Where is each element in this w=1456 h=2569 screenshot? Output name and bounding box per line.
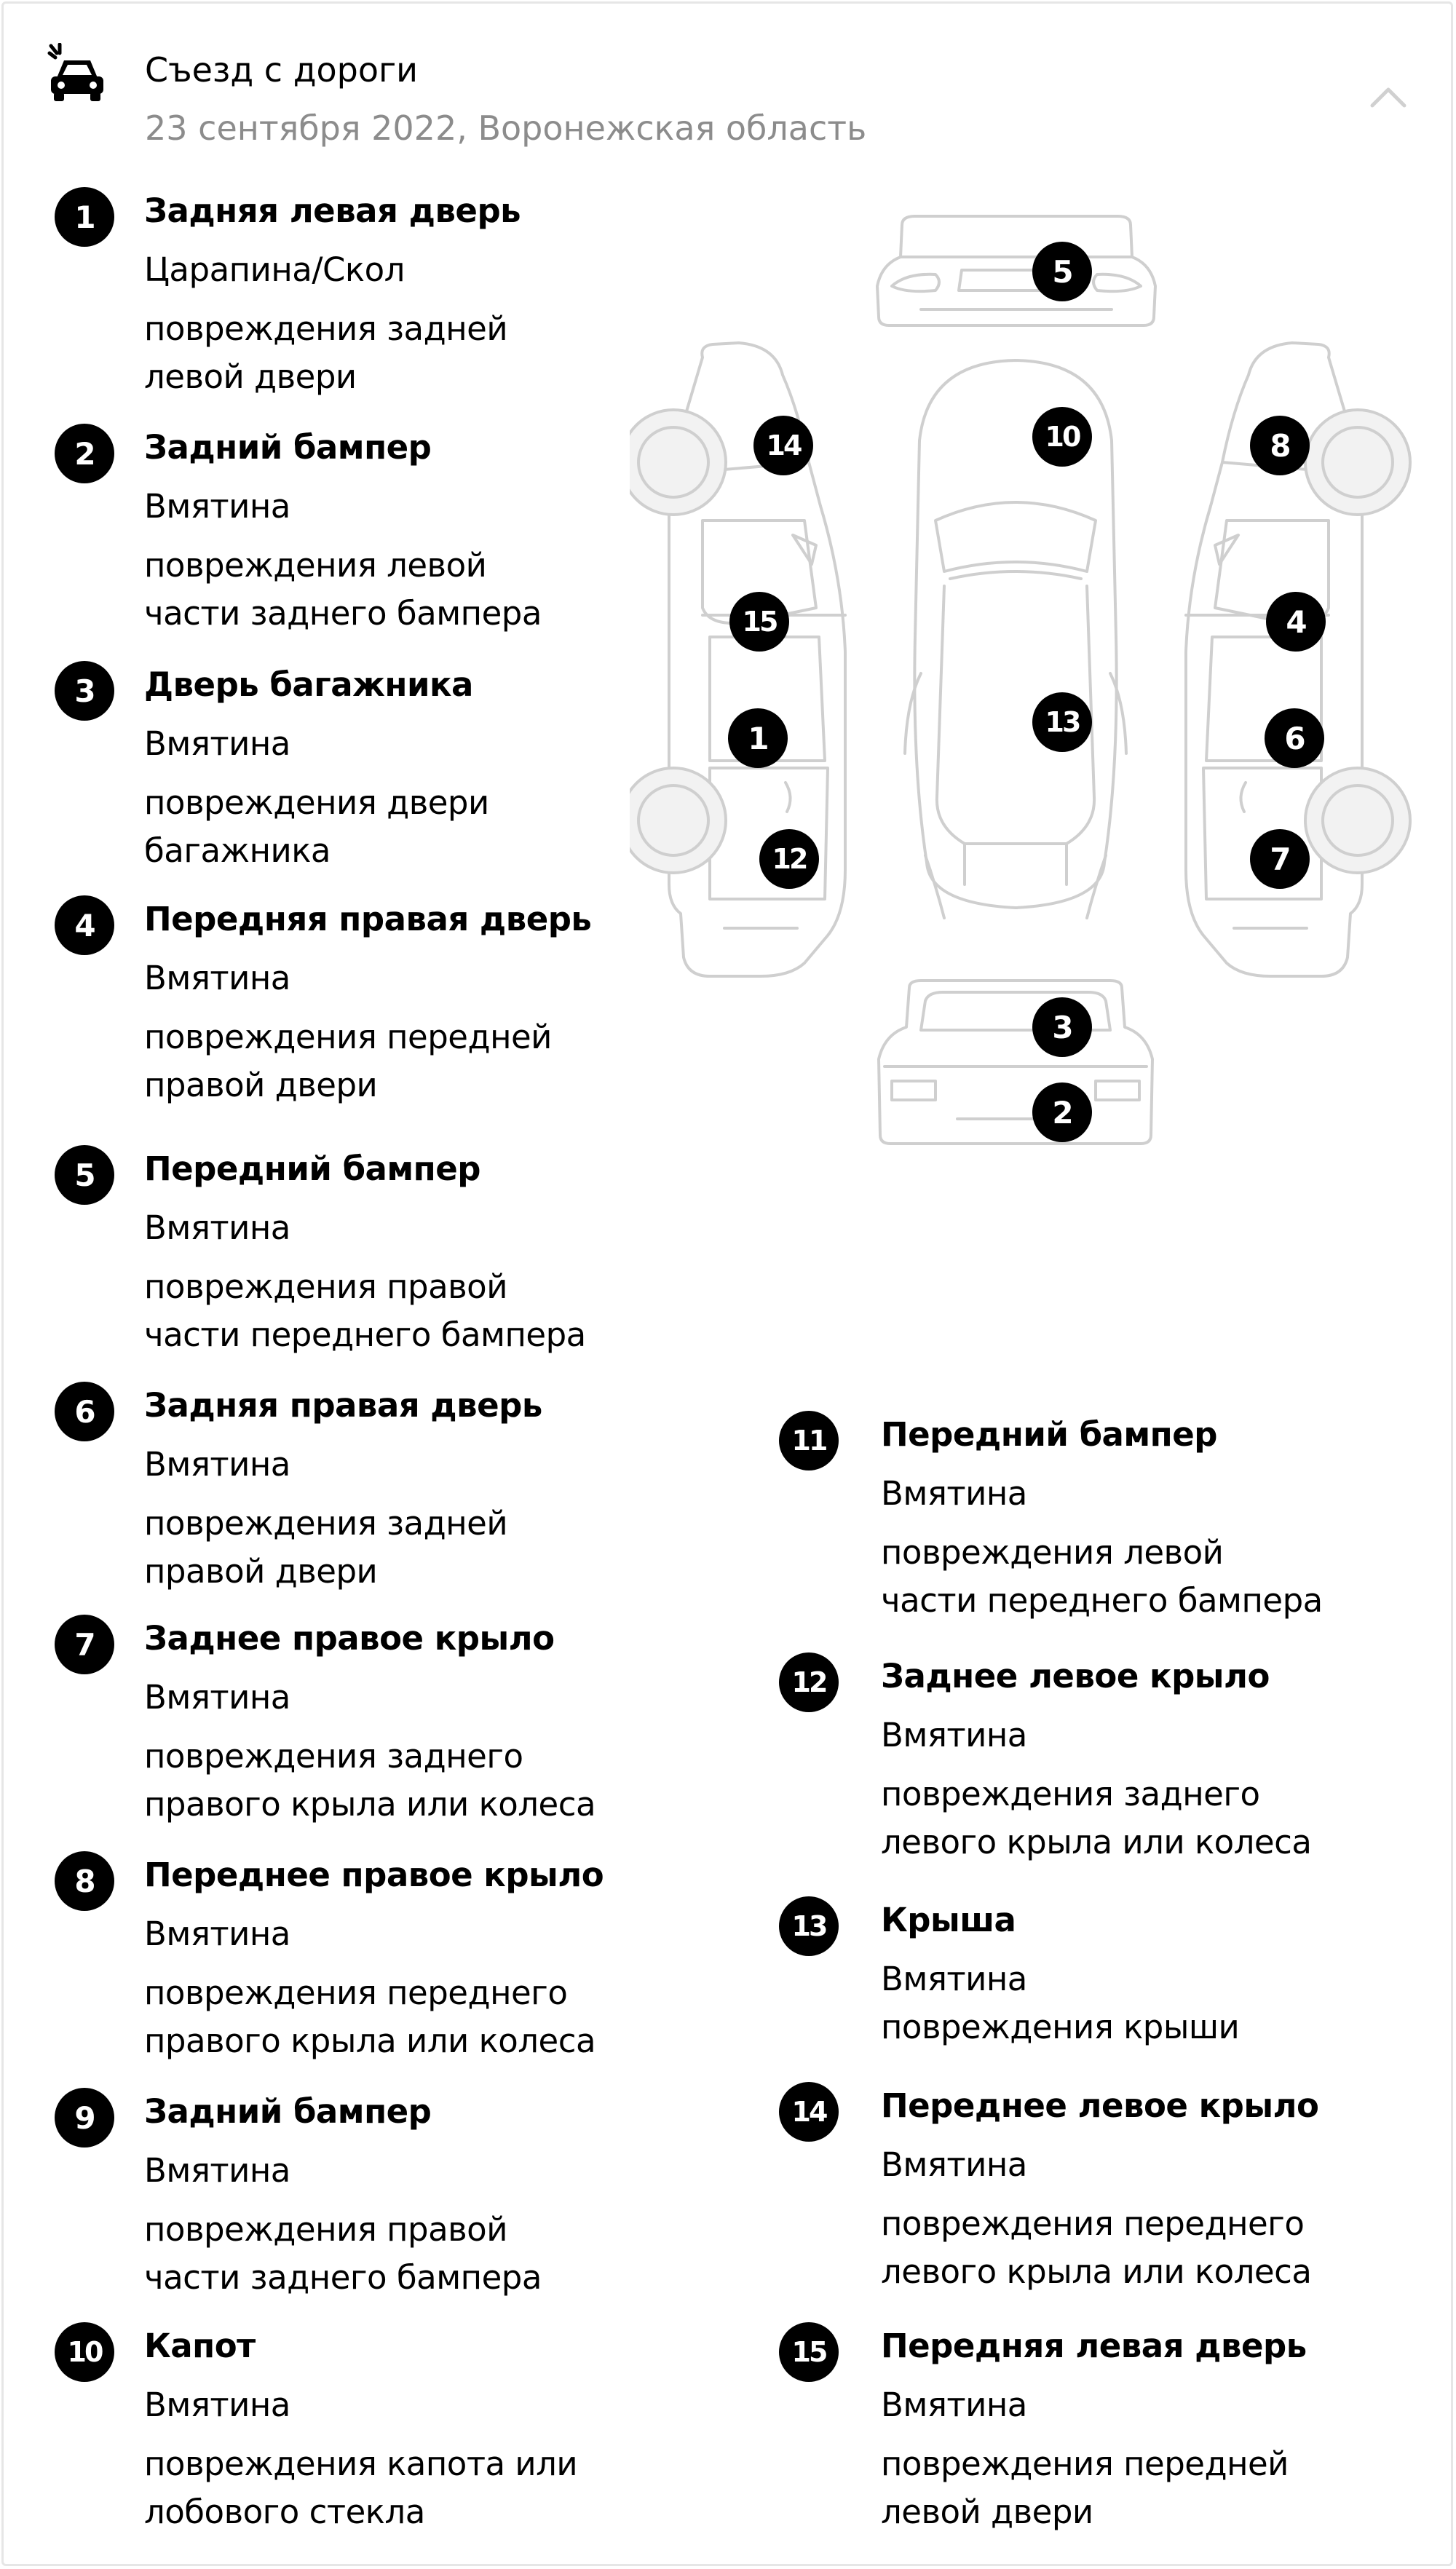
damage-number-badge: 12 <box>779 1652 839 1712</box>
damage-part: Задний бампер <box>144 428 432 467</box>
damage-description: повреждения задней левой двери <box>144 309 508 396</box>
damage-part: Переднее правое крыло <box>144 1856 604 1894</box>
diagram-marker-3[interactable]: 3 <box>1032 997 1092 1057</box>
diagram-marker-7[interactable]: 7 <box>1250 829 1310 889</box>
incident-date-location: 23 сентября 2022, Воронежская область <box>145 108 867 148</box>
damage-type: Вмятина <box>144 724 290 763</box>
damage-part: Капот <box>144 2327 256 2365</box>
damage-type: Вмятина <box>881 1474 1027 1513</box>
damage-type: Вмятина <box>144 1445 290 1484</box>
damage-number-badge: 14 <box>779 2082 839 2142</box>
damage-number-badge: 10 <box>55 2322 114 2382</box>
damage-description: повреждения передней правой двери <box>144 1018 552 1104</box>
damage-description: повреждения левой части переднего бампер… <box>881 1533 1323 1620</box>
damage-type: Вмятина <box>144 2151 290 2190</box>
diagram-marker-8[interactable]: 8 <box>1250 416 1310 475</box>
damage-part: Передняя левая дверь <box>881 2327 1307 2365</box>
damage-type: Вмятина <box>144 1208 290 1247</box>
car-damage-diagram: 5 14 10 8 15 4 1 13 6 12 7 3 2 <box>630 200 1431 1161</box>
damage-description: повреждения задней правой двери <box>144 1504 508 1591</box>
damage-number-badge: 15 <box>779 2322 839 2382</box>
damage-number-badge: 7 <box>55 1615 114 1674</box>
damage-number-badge: 4 <box>55 895 114 955</box>
diagram-marker-10[interactable]: 10 <box>1032 407 1092 467</box>
damage-type: Вмятина <box>144 1678 290 1717</box>
damage-number-badge: 11 <box>779 1411 839 1470</box>
damage-part: Крыша <box>881 1901 1016 1939</box>
damage-description: повреждения двери багажника <box>144 783 489 870</box>
diagram-marker-15[interactable]: 15 <box>729 592 789 652</box>
diagram-marker-4[interactable]: 4 <box>1266 592 1326 652</box>
diagram-marker-12[interactable]: 12 <box>759 829 819 889</box>
diagram-marker-14[interactable]: 14 <box>753 416 813 475</box>
diagram-marker-6[interactable]: 6 <box>1265 708 1324 768</box>
damage-type: Вмятина <box>881 2145 1027 2184</box>
damage-part: Заднее левое крыло <box>881 1657 1270 1695</box>
damage-number-badge: 5 <box>55 1145 114 1205</box>
damage-number-badge: 6 <box>55 1382 114 1441</box>
damage-part: Передний бампер <box>144 1149 480 1188</box>
diagram-marker-2[interactable]: 2 <box>1032 1082 1092 1142</box>
damage-description: повреждения крыши <box>881 2008 1240 2046</box>
damage-description: повреждения заднего правого крыла или ко… <box>144 1737 596 1824</box>
damage-number-badge: 8 <box>55 1851 114 1911</box>
damage-description: повреждения правой части переднего бампе… <box>144 1267 586 1354</box>
damage-part: Передняя правая дверь <box>144 900 592 938</box>
damage-description: повреждения левой части заднего бампера <box>144 546 542 633</box>
car-crash-icon <box>45 42 109 107</box>
damage-part: Дверь багажника <box>144 665 473 704</box>
damage-part: Переднее левое крыло <box>881 2086 1319 2125</box>
damage-part: Заднее правое крыло <box>144 1619 555 1658</box>
damage-description: повреждения переднего правого крыла или … <box>144 1974 596 2060</box>
diagram-marker-5[interactable]: 5 <box>1032 242 1092 301</box>
damage-part: Задняя левая дверь <box>144 191 521 230</box>
damage-part: Задний бампер <box>144 2092 432 2131</box>
damage-type: Вмятина <box>881 1716 1027 1754</box>
chevron-up-icon[interactable] <box>1366 76 1410 120</box>
car-outline <box>630 215 1412 1145</box>
damage-description: повреждения переднего левого крыла или к… <box>881 2204 1312 2291</box>
diagram-marker-1[interactable]: 1 <box>728 708 788 768</box>
damage-type: Царапина/Скол <box>144 250 405 289</box>
damage-number-badge: 2 <box>55 424 114 483</box>
damage-part: Передний бампер <box>881 1415 1217 1454</box>
damage-description: повреждения капота или лобового стекла <box>144 2445 578 2531</box>
damage-description: повреждения правой части заднего бампера <box>144 2210 542 2297</box>
diagram-marker-13[interactable]: 13 <box>1032 692 1092 752</box>
damage-number-badge: 13 <box>779 1896 839 1956</box>
damage-type: Вмятина <box>881 2386 1027 2424</box>
damage-number-badge: 9 <box>55 2088 114 2148</box>
incident-title: Съезд с дороги <box>145 50 419 90</box>
damage-type: Вмятина <box>144 959 290 997</box>
damage-number-badge: 3 <box>55 661 114 721</box>
damage-type: Вмятина <box>144 1915 290 1953</box>
damage-description: повреждения передней левой двери <box>881 2445 1289 2531</box>
damage-description: повреждения заднего левого крыла или кол… <box>881 1775 1312 1861</box>
damage-type: Вмятина <box>881 1960 1027 1998</box>
damage-part: Задняя правая дверь <box>144 1386 542 1425</box>
damage-type: Вмятина <box>144 487 290 526</box>
damage-type: Вмятина <box>144 2386 290 2424</box>
damage-number-badge: 1 <box>55 187 114 247</box>
